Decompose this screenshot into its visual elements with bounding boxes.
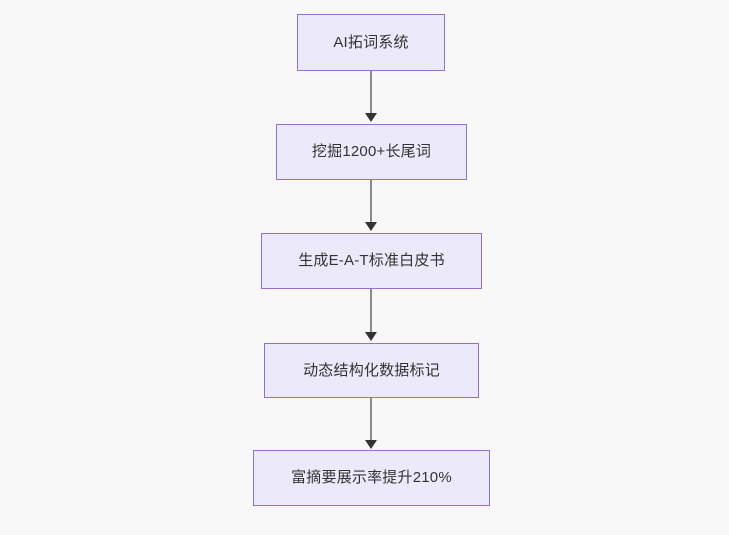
- flowchart-node-4-label: 动态结构化数据标记: [303, 361, 440, 379]
- flowchart-node-1-label: AI拓词系统: [333, 33, 409, 51]
- flowchart-node-3-label: 生成E-A-T标准白皮书: [298, 252, 445, 269]
- flowchart-node-3[interactable]: 生成E-A-T标准白皮书: [261, 233, 482, 289]
- flowchart-node-5-label: 富摘要展示率提升210%: [291, 469, 452, 486]
- flowchart-edge-2-3: [370, 180, 372, 224]
- flowchart-edge-3-4: [370, 289, 372, 334]
- flowchart-node-5[interactable]: 富摘要展示率提升210%: [253, 450, 490, 506]
- flowchart-arrowhead-4-5: [365, 440, 377, 449]
- flowchart-edge-4-5: [370, 398, 372, 442]
- flowchart-arrowhead-3-4: [365, 332, 377, 341]
- flowchart-arrowhead-2-3: [365, 222, 377, 231]
- flowchart-node-2-label: 挖掘1200+长尾词: [311, 143, 432, 160]
- flowchart-node-1[interactable]: AI拓词系统: [297, 14, 445, 71]
- flowchart-edge-1-2: [370, 71, 372, 115]
- flowchart-node-4[interactable]: 动态结构化数据标记: [264, 343, 479, 398]
- flowchart-node-2[interactable]: 挖掘1200+长尾词: [276, 124, 467, 180]
- flowchart-arrowhead-1-2: [365, 113, 377, 122]
